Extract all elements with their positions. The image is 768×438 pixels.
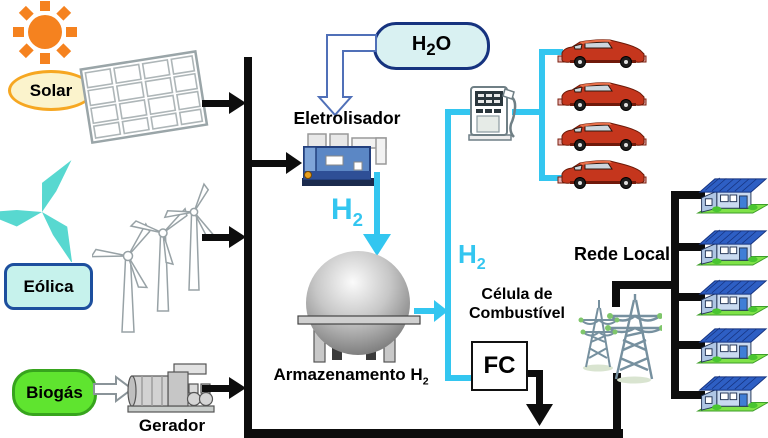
h2-flow-fuelcell-label: H2 <box>458 239 486 274</box>
electrolyzer-label: Eletrolisador <box>293 108 401 128</box>
grid-link-horizontal <box>612 281 679 289</box>
transmission-towers-icon <box>578 294 662 384</box>
solar-panel-icon <box>79 50 209 145</box>
h2-pipeline-to-fuelcell <box>445 375 473 381</box>
house-icon <box>694 324 768 371</box>
car1-stub <box>539 49 563 55</box>
fc-label: FC <box>483 352 516 379</box>
solar-label: Solar <box>29 80 73 100</box>
biogas-label: Biogás <box>26 382 83 402</box>
h2-pipeline-vertical <box>445 109 451 381</box>
car4-stub <box>539 175 563 181</box>
house4-stub <box>679 341 705 349</box>
biogas-source-badge: Biogás <box>12 369 97 416</box>
house-icon <box>694 276 768 323</box>
wind-source-badge: Eólica <box>4 263 93 310</box>
storage-to-line-arrow <box>414 300 448 322</box>
generator-to-bus-arrow <box>202 377 246 399</box>
solar-to-bus-arrow <box>202 92 246 114</box>
wind-turbines-icon <box>92 182 215 333</box>
solar-source-badge: Solar <box>8 70 94 111</box>
house1-stub <box>679 191 705 199</box>
fuelcell-to-bus-arrow <box>521 370 553 426</box>
fuel-cell-box: FC <box>471 341 528 391</box>
house3-stub <box>679 293 705 301</box>
h2-to-storage-arrow <box>363 172 391 256</box>
house-icon <box>694 226 768 273</box>
rede-local-label: Rede Local <box>574 244 671 264</box>
car-icon <box>556 79 648 118</box>
storage-label: Armazenamento H2 <box>273 365 429 388</box>
house-icon <box>694 174 768 221</box>
cars-trunk-line <box>539 49 545 181</box>
house5-stub <box>679 391 705 399</box>
fuel-pump-icon <box>468 86 517 141</box>
h2o-badge: H2O <box>373 22 490 70</box>
power-bus-bottom <box>244 429 623 438</box>
storage-sphere-icon <box>297 251 421 363</box>
power-bus-vertical <box>244 57 252 438</box>
house-icon <box>694 372 768 419</box>
h2o-arrow-icon <box>316 34 377 117</box>
generator-icon <box>127 363 215 413</box>
car-icon <box>556 119 648 158</box>
grid-link-vertical <box>612 281 620 307</box>
car-icon <box>556 36 648 75</box>
h2-flow-storage-label: H2 <box>331 193 364 230</box>
pump-to-cars-line <box>512 109 545 115</box>
house2-stub <box>679 243 705 251</box>
bus-to-electrolyzer-arrow <box>252 152 302 174</box>
fuel-cell-label: Célula de Combustível <box>468 286 565 322</box>
generator-label: Gerador <box>138 416 206 435</box>
tower-to-bus-line <box>613 373 621 429</box>
h2o-label: H2O <box>411 32 452 59</box>
car-icon <box>556 157 648 196</box>
wind-to-bus-arrow <box>202 226 246 248</box>
electrolyzer-icon <box>302 133 387 186</box>
sun-icon <box>13 1 77 64</box>
houses-trunk-line <box>671 191 679 399</box>
biogas-arrow-icon <box>93 375 134 403</box>
eolica-label: Eólica <box>23 276 74 296</box>
h2-pipeline-to-pump <box>445 109 475 115</box>
wind-blade-icon <box>0 160 73 262</box>
